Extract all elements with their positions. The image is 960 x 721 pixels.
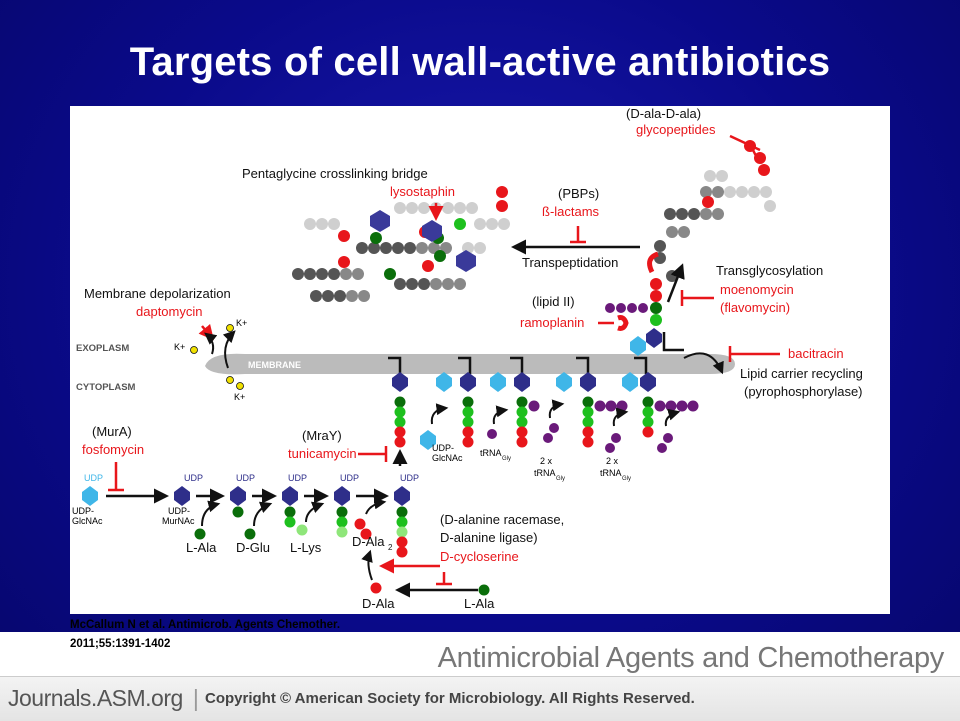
copyright-text: Copyright © American Society for Microbi… (205, 690, 695, 707)
racemase-label: (D-alanine racemase, (440, 512, 564, 527)
udp-murnac-label-a: UDP- (168, 506, 190, 516)
svg-text:K+: K+ (234, 392, 245, 402)
l-ala-2-label: L-Ala (464, 596, 495, 611)
lipid-ii-label: (lipid II) (532, 294, 575, 309)
lysostaphin-label: lysostaphin (390, 184, 455, 199)
svg-text:UDP: UDP (288, 473, 307, 483)
journal-footer: Antimicrobial Agents and Chemotherapy Jo… (0, 632, 960, 721)
journal-title: Antimicrobial Agents and Chemotherapy (437, 642, 945, 674)
bacitracin-label: bacitracin (788, 346, 844, 361)
citation-line-1: McCallum N et al. Antimicrob. Agents Che… (70, 619, 341, 631)
udp-glcnac-label-1b: GlcNAc (72, 516, 103, 526)
svg-text:Gly: Gly (502, 456, 511, 462)
udp-glcnac-label-2a: UDP- (432, 443, 454, 453)
trna-2x-label-a: 2 x (540, 456, 553, 466)
udp-glcnac-label-2b: GlcNAc (432, 453, 463, 463)
transglycosylation-label: Transglycosylation (716, 263, 823, 278)
cell-wall-pathway-diagram: MEMBRANE EXOPLASM CYTOPLASM (72, 106, 863, 611)
udp-glcnac-label-1a: UDP- (72, 506, 94, 516)
beta-lactams-label: ß-lactams (542, 204, 600, 219)
pentaglycine-label: Pentaglycine crosslinking bridge (242, 166, 428, 181)
svg-text:UDP: UDP (236, 473, 255, 483)
d-ala-label: D-Ala (362, 596, 395, 611)
membrane-intermediates (388, 356, 699, 453)
lipid-recycling-label: Lipid carrier recycling (740, 366, 863, 381)
ramoplanin-label: ramoplanin (520, 315, 584, 330)
footer-bar: Journals.ASM.org| Copyright © American S… (0, 676, 960, 721)
tunicamycin-label: tunicamycin (288, 446, 357, 461)
slide-title: Targets of cell wall-active antibiotics (129, 40, 831, 84)
mray-label: (MraY) (302, 428, 342, 443)
diagram-panel: MEMBRANE EXOPLASM CYTOPLASM (70, 106, 890, 614)
transpeptidation-label: Transpeptidation (522, 255, 618, 270)
cytoplasm-label: CYTOPLASM (76, 382, 136, 393)
flavomycin-label: (flavomycin) (720, 300, 790, 315)
d-glu-label: D-Glu (236, 540, 270, 555)
exoplasm-label: EXOPLASM (76, 343, 129, 354)
fosfomycin-label: fosfomycin (82, 442, 144, 457)
membrane-label: MEMBRANE (248, 360, 301, 370)
ligase-label: D-alanine ligase) (440, 530, 538, 545)
citation: McCallum N et al. Antimicrob. Agents Che… (70, 616, 340, 654)
peptidoglycan-crosslinks (292, 140, 776, 302)
svg-text:K+: K+ (174, 342, 185, 352)
asm-logo[interactable]: Journals.ASM.org| (8, 685, 199, 711)
trna-gly-label-3: tRNA (600, 468, 622, 478)
dala-dala-label: (D-ala-D-ala) (626, 106, 701, 121)
mura-label: (MurA) (92, 424, 132, 439)
svg-text:UDP: UDP (184, 473, 203, 483)
svg-text:UDP: UDP (400, 473, 419, 483)
l-ala-label: L-Ala (186, 540, 217, 555)
svg-text:UDP: UDP (340, 473, 359, 483)
daptomycin-label: daptomycin (136, 304, 202, 319)
svg-text:2: 2 (388, 543, 393, 552)
svg-text:UDP: UDP (84, 473, 103, 483)
d-cycloserine-label: D-cycloserine (440, 549, 519, 564)
glycopeptides-label: glycopeptides (636, 122, 716, 137)
svg-text:Gly: Gly (556, 476, 565, 482)
trna-gly-label-1: tRNA (480, 448, 502, 458)
pbps-label: (PBPs) (558, 186, 599, 201)
svg-text:Gly: Gly (622, 476, 631, 482)
citation-line-2: 2011;55:1391-1402 (70, 638, 171, 650)
moenomycin-label: moenomycin (720, 282, 794, 297)
svg-text:K+: K+ (236, 318, 247, 328)
potassium-ions: K+ K+ K+ (174, 318, 247, 402)
udp-murnac-label-b: MurNAc (162, 516, 195, 526)
pyrophosphorylase-label: (pyrophosphorylase) (744, 384, 863, 399)
d-ala2-label: D-Ala (352, 534, 385, 549)
l-lys-label: L-Lys (290, 540, 322, 555)
membrane-depol-label: Membrane depolarization (84, 286, 231, 301)
trna-2x-label-b: 2 x (606, 456, 619, 466)
trna-gly-label-2: tRNA (534, 468, 556, 478)
cytoplasmic-precursors: UDP UDP UDP UDP UDP UDP (82, 473, 419, 558)
lipid-ii-chain (605, 251, 685, 356)
